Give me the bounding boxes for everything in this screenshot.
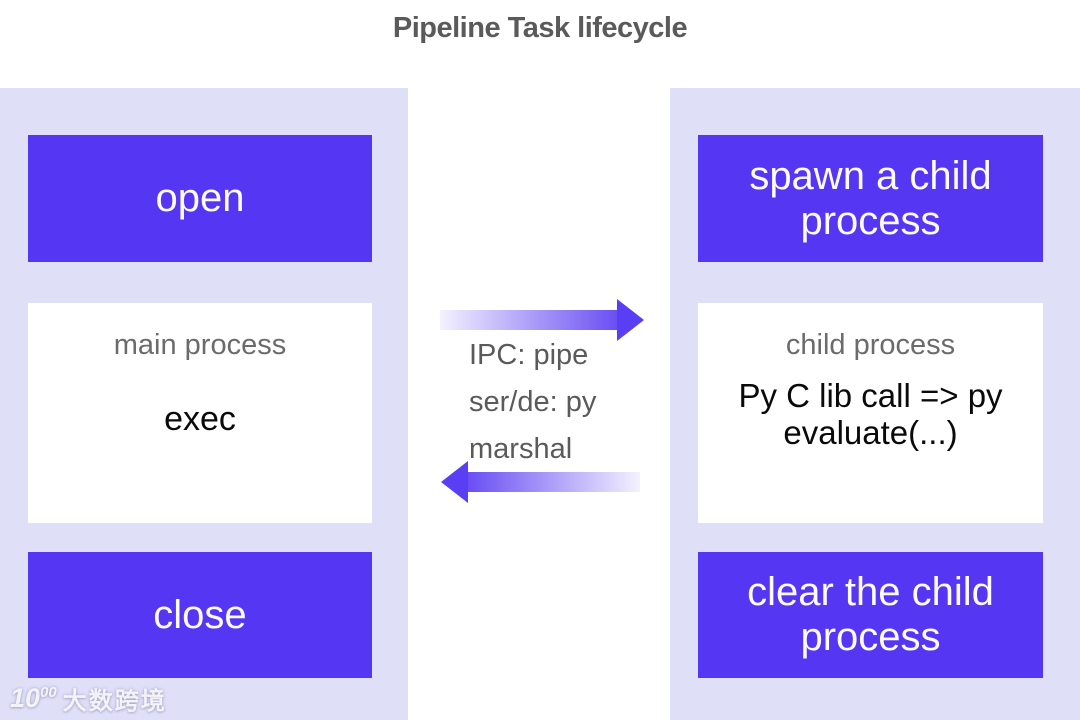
child-process-card: child process Py C lib call => py evalua… [698,303,1043,523]
page-title: Pipeline Task lifecycle [392,12,688,44]
main-process-lane: open main process exec close [0,88,408,720]
arrow-child-to-main-shaft [468,472,640,492]
open-box: open [28,135,372,262]
child-process-label: child process [785,329,956,361]
arrow-main-to-child-shaft [440,310,618,330]
ipc-line-pipe: IPC: pipe [469,339,589,371]
watermark-logo-base: 10 [10,683,41,713]
exec-label: exec [164,400,236,438]
ipc-line-serde: ser/de: py [469,386,597,418]
arrow-left-icon [441,461,468,503]
child-process-lane: spawn a child process child process Py C… [670,88,1080,720]
watermark: 1000 大数跨境 [10,681,167,716]
main-process-card: main process exec [28,303,372,523]
close-box: close [28,552,372,678]
clear-child-box: clear the child process [698,552,1043,678]
main-process-label: main process [113,329,287,361]
py-lib-call-label: Py C lib call => py evaluate(...) [738,377,1003,451]
arrow-right-icon [617,299,644,341]
ipc-line-marshal: marshal [469,433,573,465]
watermark-logo-icon: 1000 [10,683,57,714]
spawn-child-box: spawn a child process [698,135,1043,262]
watermark-text: 大数跨境 [62,688,167,715]
ipc-notes: IPC: pipe ser/de: py marshal [469,332,596,473]
watermark-logo-sup: 00 [40,684,57,701]
